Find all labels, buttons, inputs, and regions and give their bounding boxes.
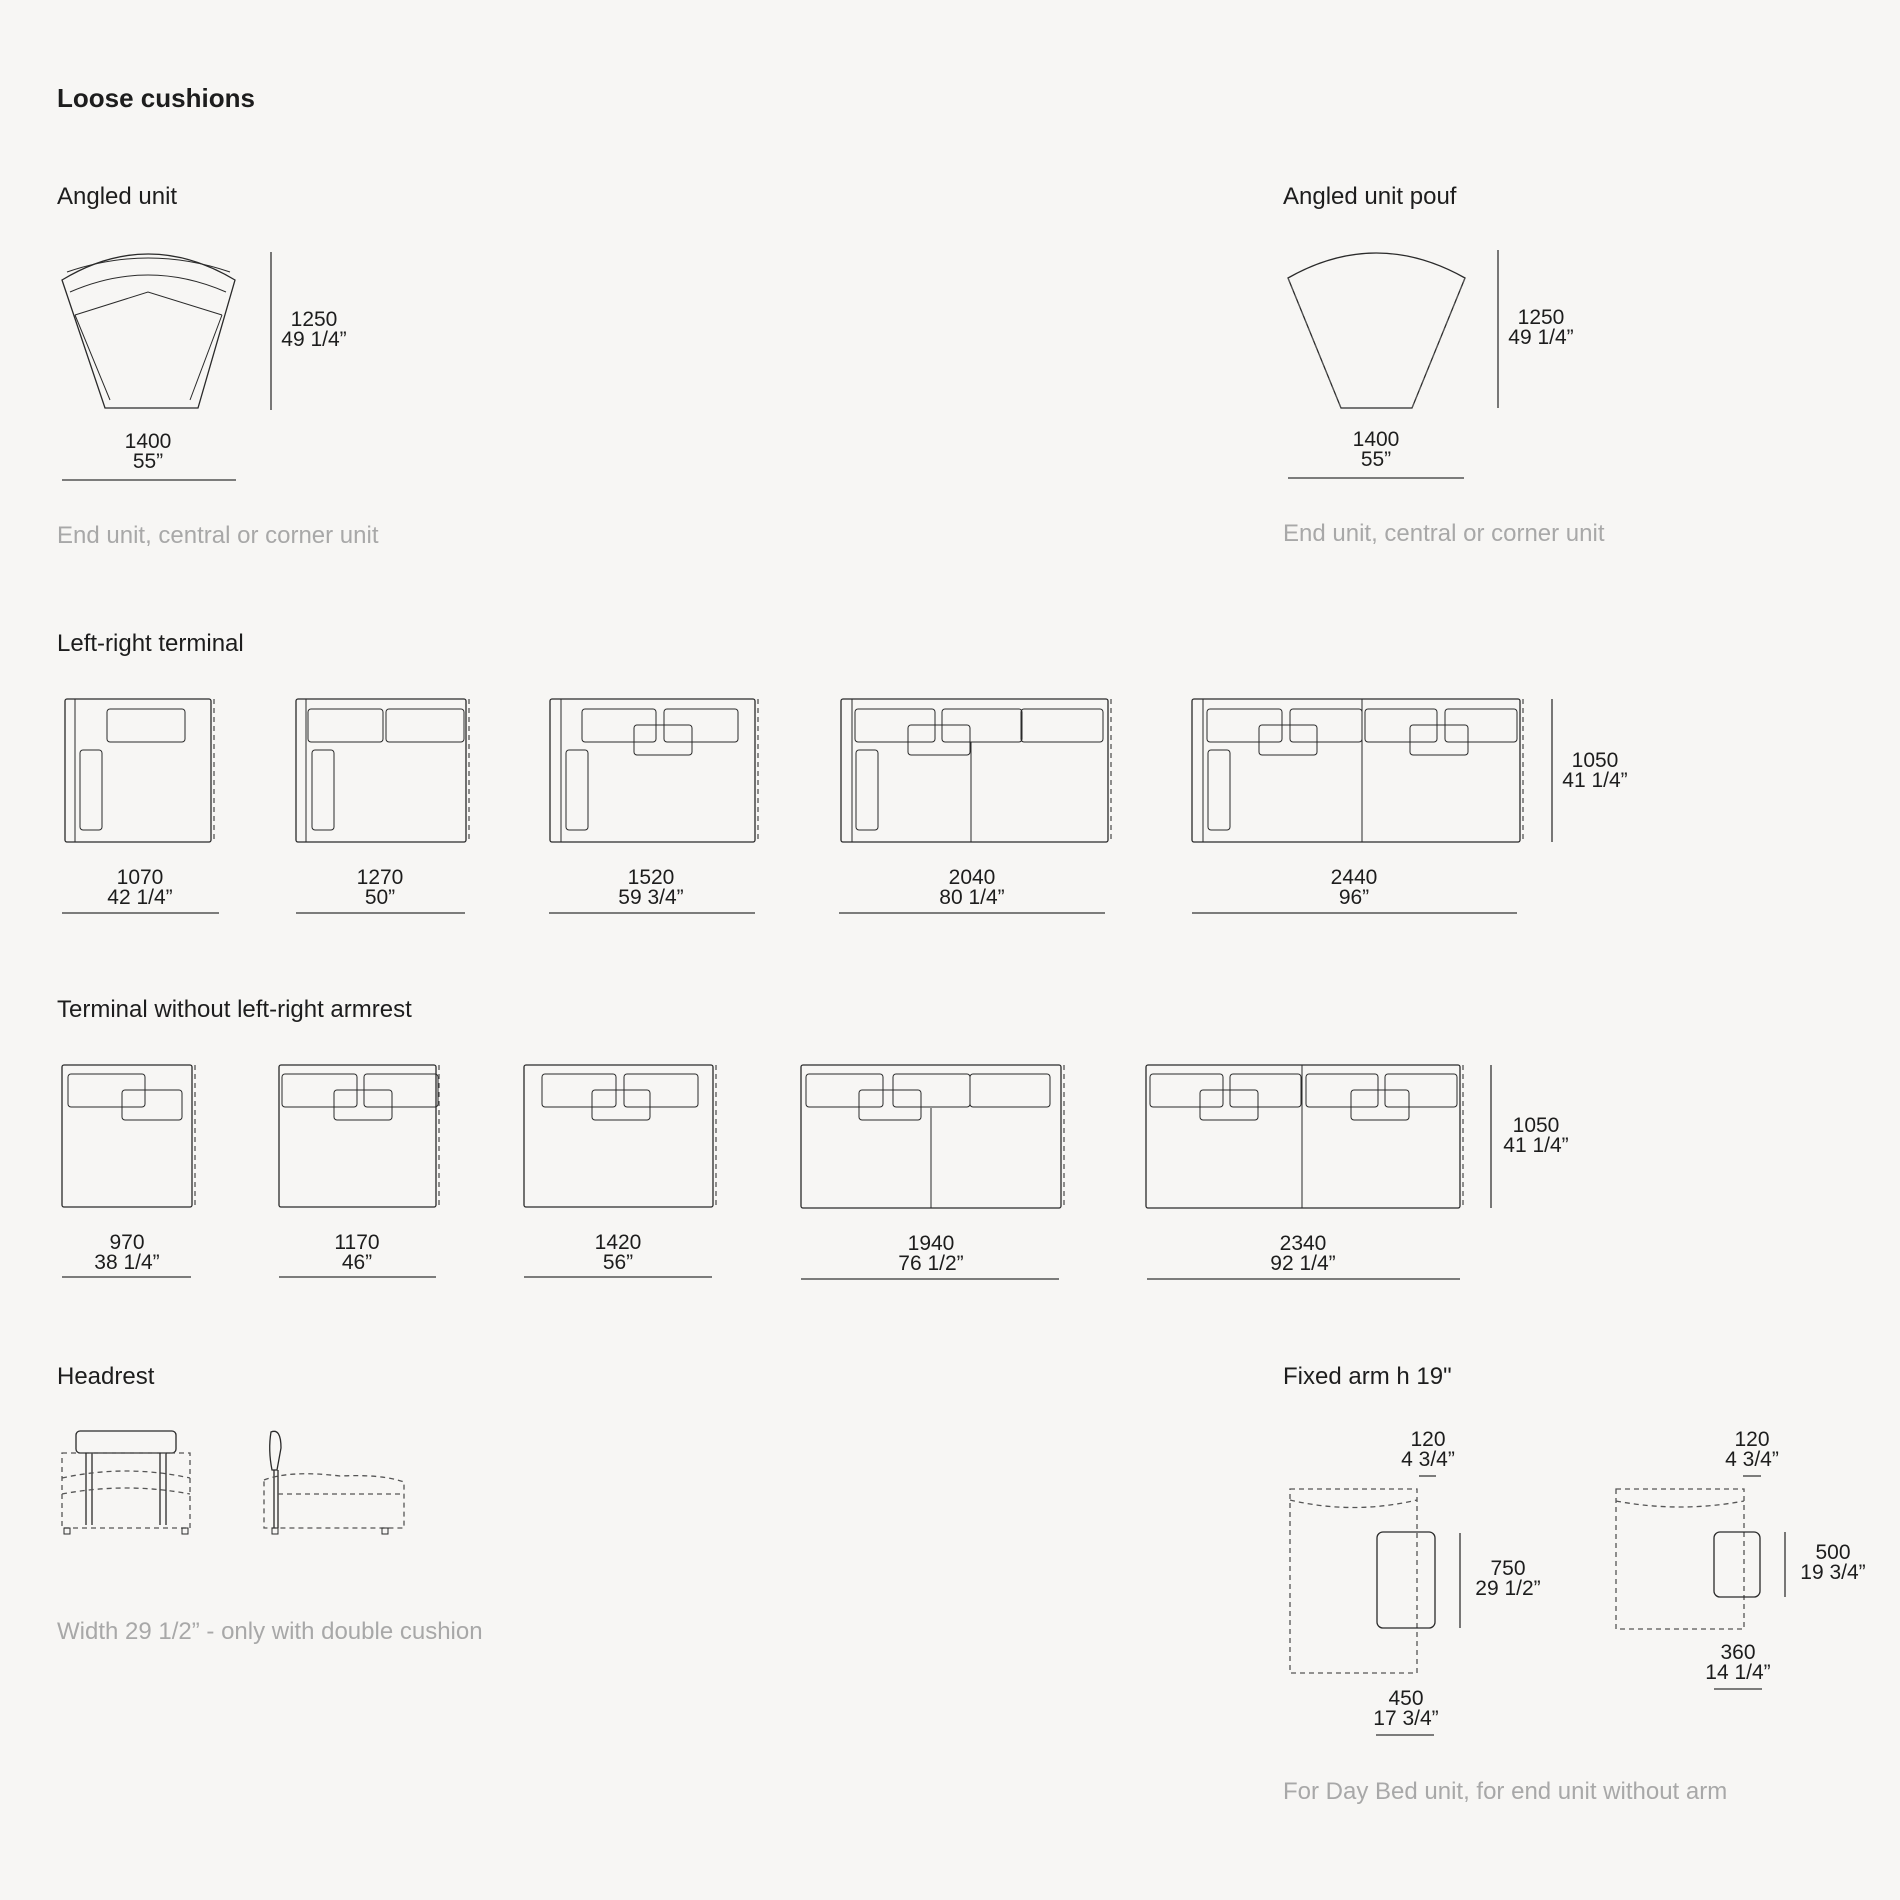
- fixed-arm-a-bottom: 450 17 3/4”: [1373, 1687, 1439, 1730]
- fixed-arm-drawings: [1289, 1475, 1786, 1736]
- tna-width-2: 1170 46”: [334, 1231, 380, 1274]
- terminal-no-arm-drawings: [61, 1064, 1492, 1280]
- page-title: Loose cushions: [57, 83, 255, 113]
- lrt-width-2: 1270 50”: [356, 866, 404, 909]
- left-right-terminal-drawings: [62, 698, 1553, 914]
- tna-width-1: 970 38 1/4”: [94, 1231, 160, 1274]
- angled-unit-drawing: [61, 252, 272, 481]
- fixed-arm-heading: Fixed arm h 19": [1283, 1363, 1452, 1390]
- angled-unit-depth: 1250 49 1/4”: [281, 308, 347, 351]
- angled-pouf-depth: 1250 49 1/4”: [1508, 306, 1574, 349]
- terminal-no-arm-heading: Terminal without left-right armrest: [57, 996, 412, 1023]
- tna-width-5: 2340 92 1/4”: [1270, 1232, 1336, 1275]
- lrt-depth: 1050 41 1/4”: [1562, 749, 1628, 792]
- angled-pouf-drawing: [1287, 250, 1499, 479]
- fixed-arm-b-bottom: 360 14 1/4”: [1705, 1641, 1771, 1684]
- angled-unit-heading: Angled unit: [57, 183, 178, 210]
- fixed-arm-b-top: 120 4 3/4”: [1725, 1428, 1779, 1471]
- fixed-arm-b-side: 500 19 3/4”: [1800, 1541, 1866, 1584]
- headrest-note: Width 29 1/2” - only with double cushion: [57, 1618, 483, 1645]
- headrest-drawings: [61, 1430, 405, 1535]
- angled-pouf-heading: Angled unit pouf: [1283, 183, 1457, 210]
- angled-pouf-note: End unit, central or corner unit: [1283, 520, 1605, 547]
- angled-pouf-width: 1400 55”: [1352, 428, 1400, 471]
- lrt-width-5: 2440 96”: [1330, 866, 1378, 909]
- headrest-heading: Headrest: [57, 1363, 155, 1390]
- tna-depth: 1050 41 1/4”: [1503, 1114, 1569, 1157]
- angled-unit-note: End unit, central or corner unit: [57, 522, 379, 549]
- lrt-width-3: 1520 59 3/4”: [618, 866, 684, 909]
- fixed-arm-a-side: 750 29 1/2”: [1475, 1557, 1541, 1600]
- left-right-terminal-heading: Left-right terminal: [57, 630, 244, 657]
- tna-width-4: 1940 76 1/2”: [898, 1232, 964, 1275]
- lrt-width-4: 2040 80 1/4”: [939, 866, 1005, 909]
- fixed-arm-a-top: 120 4 3/4”: [1401, 1428, 1455, 1471]
- fixed-arm-note: For Day Bed unit, for end unit without a…: [1283, 1778, 1728, 1805]
- lrt-width-1: 1070 42 1/4”: [107, 866, 173, 909]
- angled-unit-width: 1400 55”: [124, 430, 172, 473]
- tna-width-3: 1420 56”: [594, 1231, 642, 1274]
